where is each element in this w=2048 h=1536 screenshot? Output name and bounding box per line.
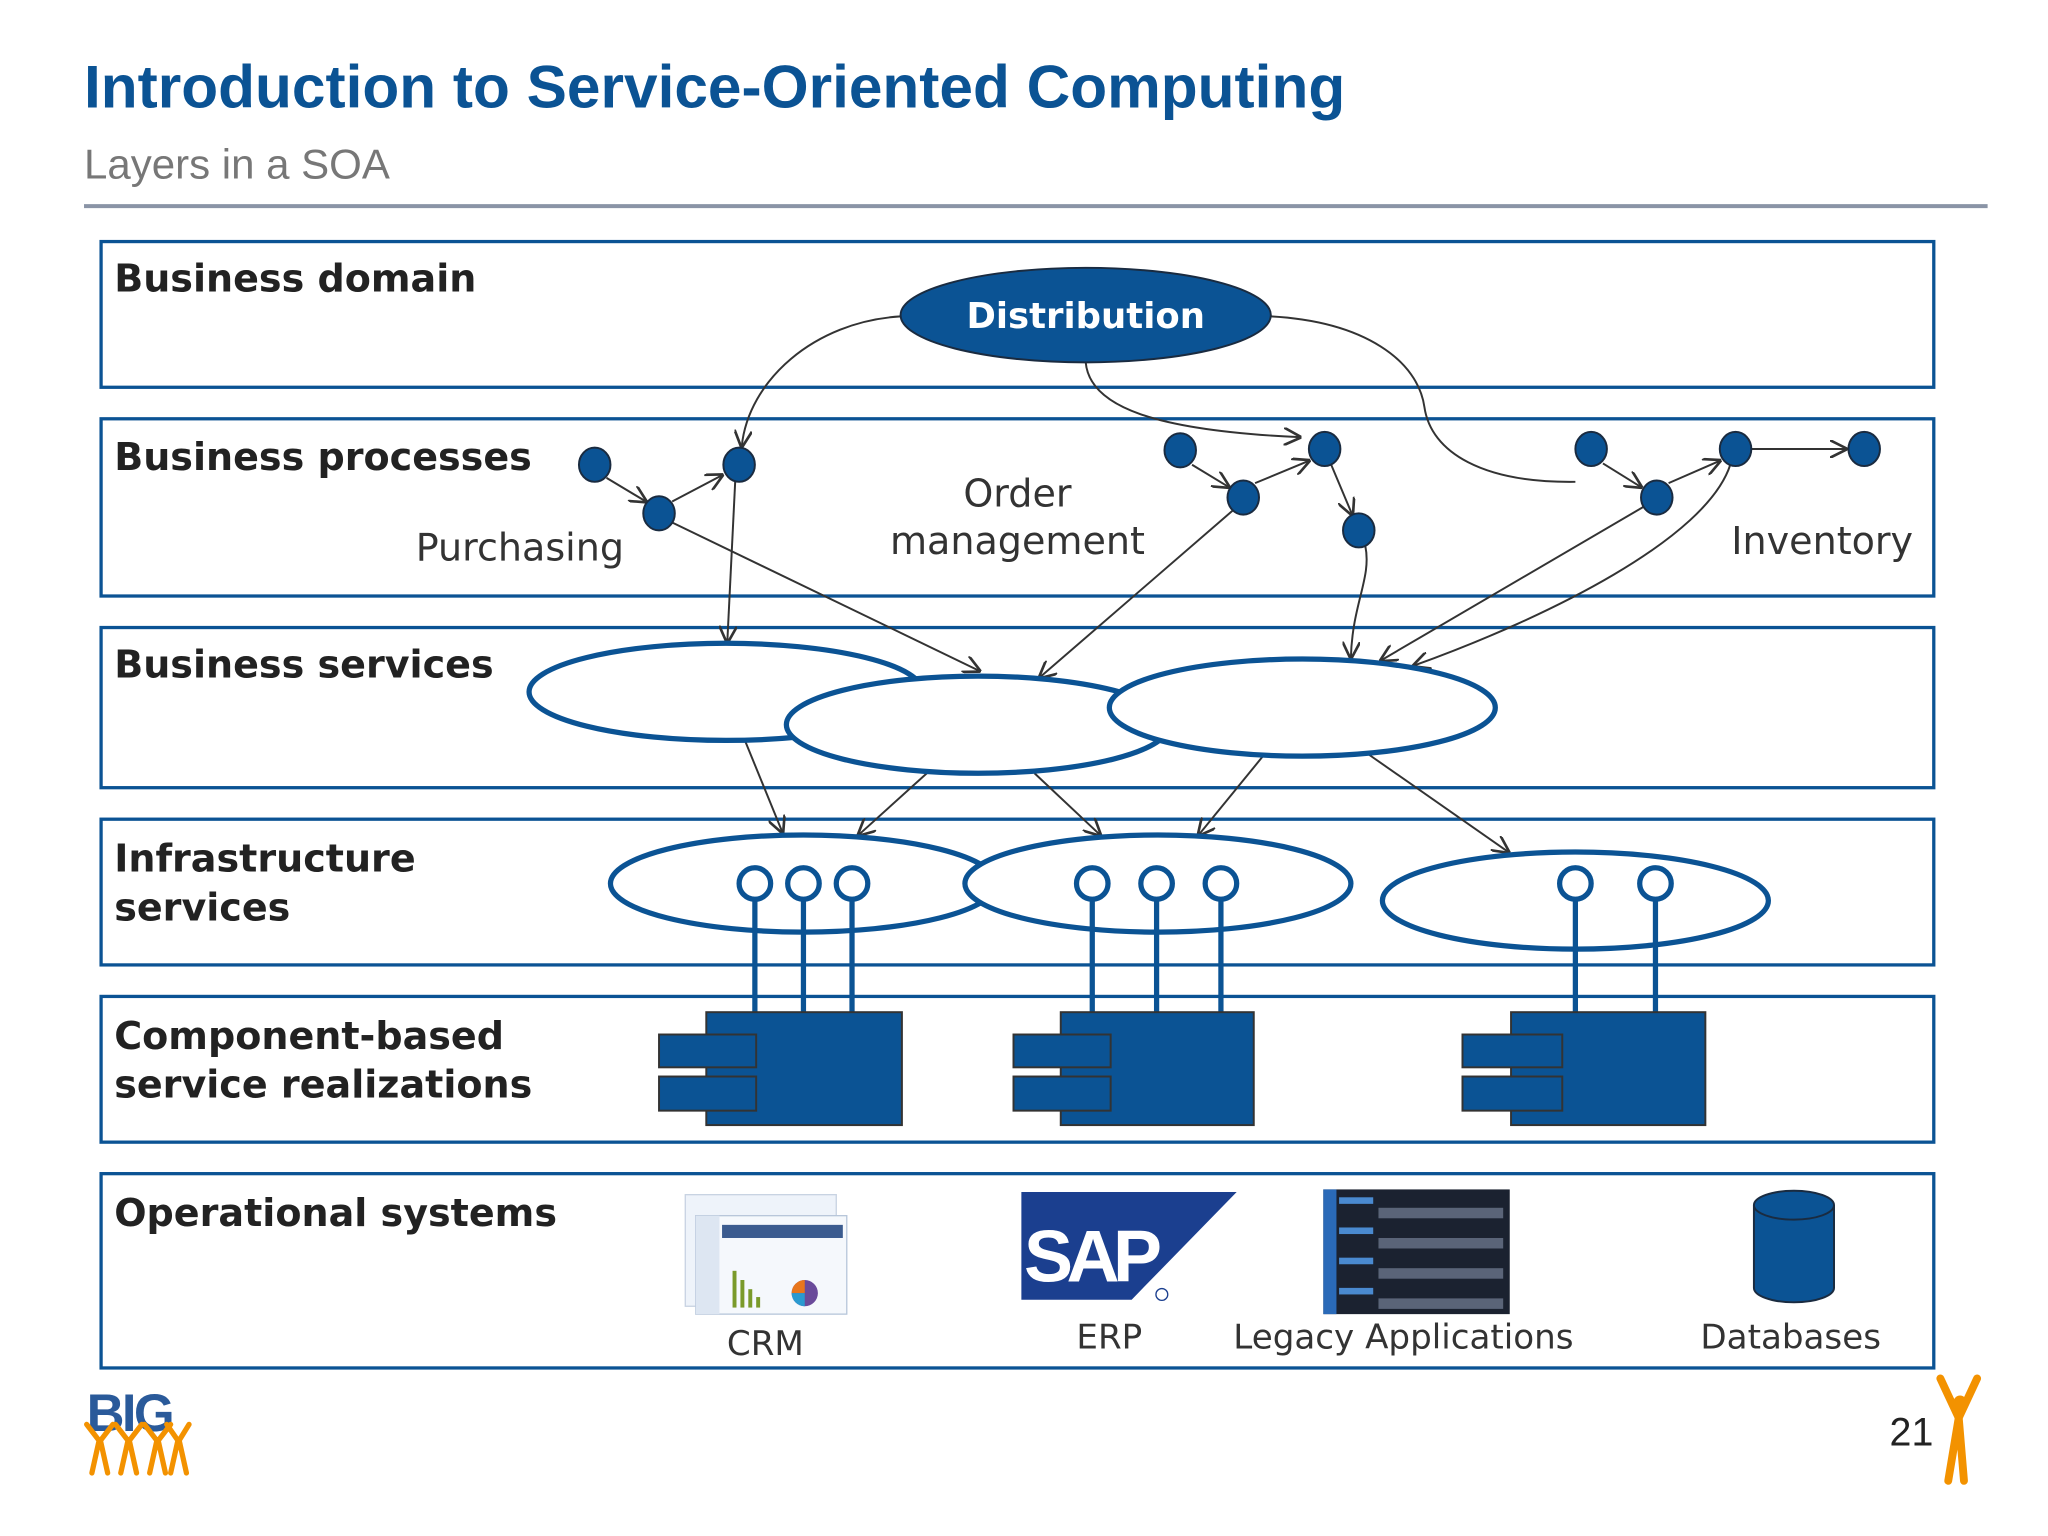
business-service	[783, 673, 1173, 776]
layer-label: Business domain	[114, 256, 476, 300]
crm-screenshot-icon	[684, 1194, 848, 1315]
layer-label: service realizations	[114, 1063, 532, 1107]
layer-label: Business processes	[114, 435, 532, 479]
process-node	[1307, 430, 1342, 468]
process-node	[1574, 430, 1608, 468]
process-node	[1847, 430, 1881, 468]
interface-port	[1637, 865, 1674, 902]
connectors	[606, 315, 1846, 852]
crm-label: CRM	[727, 1324, 804, 1364]
process-node	[1226, 479, 1260, 516]
purchasing-label: Purchasing	[416, 526, 624, 570]
layer-label: Business services	[114, 642, 493, 686]
service-wires	[736, 865, 1674, 1013]
interface-port	[1557, 865, 1594, 902]
business-service	[1106, 656, 1498, 759]
sap-logo: SAP	[1021, 1192, 1237, 1302]
big-logo: BIG	[84, 1384, 192, 1476]
process-node	[1342, 512, 1376, 549]
layer-operational-systems	[99, 1172, 1936, 1370]
process-nodes	[577, 430, 1881, 549]
process-node	[642, 495, 676, 532]
legacy-label: Legacy Applications	[1233, 1317, 1573, 1357]
process-node	[1163, 432, 1197, 469]
page-number: 21	[1890, 1410, 1934, 1454]
interface-port	[1202, 865, 1240, 902]
layer-label: Component-based	[114, 1014, 504, 1058]
server-rack-icon	[1323, 1189, 1510, 1315]
interface-port	[833, 865, 871, 902]
layer-label: Infrastructure	[114, 837, 415, 881]
interface-port	[785, 865, 822, 902]
svg-text:SAP: SAP	[1024, 1214, 1160, 1297]
layer-label: Operational systems	[114, 1191, 557, 1235]
interface-port	[736, 865, 774, 902]
inventory-label: Inventory	[1731, 519, 1913, 563]
erp-label: ERP	[1076, 1317, 1142, 1357]
interface-port	[1073, 865, 1111, 902]
component-icon	[658, 1011, 903, 1127]
component-icon	[1461, 1011, 1707, 1127]
slide-subtitle: Layers in a SOA	[84, 141, 390, 188]
slide-title: Introduction to Service-Oriented Computi…	[84, 53, 1345, 121]
order-label-2: management	[890, 519, 1145, 563]
process-node	[722, 446, 756, 483]
database-icon	[1752, 1189, 1835, 1304]
distribution-node	[899, 266, 1272, 364]
process-node	[1718, 430, 1753, 468]
distribution-label: Distribution	[966, 296, 1204, 337]
process-node	[577, 446, 612, 483]
databases-label: Databases	[1700, 1317, 1881, 1357]
process-node	[1640, 479, 1674, 516]
svg-text:BIG: BIG	[87, 1384, 172, 1443]
component-icon	[1012, 1011, 1255, 1127]
layer-label: services	[114, 885, 290, 929]
orange-figure-icon	[1936, 1374, 1982, 1485]
interface-port	[1138, 865, 1175, 902]
order-label: Order	[963, 472, 1072, 516]
